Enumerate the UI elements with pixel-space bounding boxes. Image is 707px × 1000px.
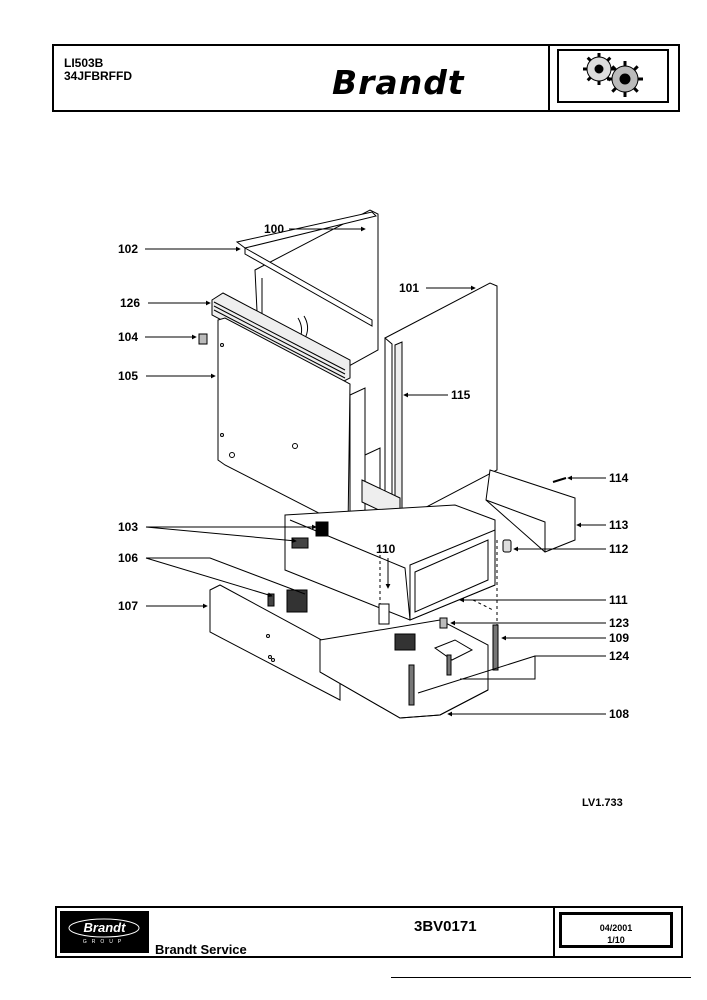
callout-109: 109	[609, 631, 629, 645]
callout-105: 105	[118, 369, 138, 383]
logo-swoosh-icon	[68, 918, 140, 938]
callout-104: 104	[118, 330, 138, 344]
gears-frame	[557, 49, 669, 103]
callout-102: 102	[118, 242, 138, 256]
callout-100: 100	[264, 222, 284, 236]
document-number: 3BV0171	[414, 918, 477, 935]
callout-112: 112	[609, 542, 629, 556]
model-reference: 34JFBRFFD	[64, 69, 133, 83]
footer-meta-frame: 04/2001 1/10	[559, 912, 673, 948]
footer-meta-box: 04/2001 1/10	[553, 908, 681, 956]
callout-111: 111	[609, 593, 628, 607]
callout-106: 106	[118, 551, 138, 565]
diagram-reference: LV1.733	[582, 797, 623, 809]
brand-logo: Brandt	[332, 63, 465, 102]
footer-block: Brandt GROUP Brandt Service 3BV0171 04/2…	[55, 906, 683, 958]
footer-brand-logo: Brandt GROUP	[60, 911, 149, 953]
page-number: 1/10	[607, 935, 625, 945]
footer-group-text: GROUP	[82, 939, 127, 945]
clip-part	[198, 333, 208, 345]
model-code: LI503B	[64, 56, 104, 70]
gears-logo-box	[548, 46, 678, 110]
callout-107: 107	[118, 599, 138, 613]
control-bar	[211, 292, 351, 384]
screw-124	[408, 664, 415, 706]
callout-126: 126	[120, 296, 140, 310]
callout-115: 115	[451, 388, 471, 402]
foot-110	[378, 603, 390, 625]
callout-123: 123	[609, 616, 629, 630]
bottom-rule	[391, 977, 691, 978]
header-title-block: LI503B 34JFBRFFD Brandt	[52, 44, 680, 112]
callout-110: 110	[376, 542, 396, 556]
callout-101: 101	[399, 281, 419, 295]
side-panel-right	[384, 282, 498, 526]
motor-block	[286, 589, 308, 613]
clip-112	[502, 539, 512, 553]
model-info: LI503B 34JFBRFFD	[64, 57, 132, 83]
service-label: Brandt Service	[155, 942, 247, 957]
footer-logo-text: Brandt	[83, 920, 126, 935]
callout-113: 113	[609, 518, 629, 532]
callout-114: 114	[609, 471, 629, 485]
document-date: 04/2001	[599, 923, 633, 933]
callout-108: 108	[609, 707, 629, 721]
callout-124: 124	[609, 649, 629, 663]
callout-103: 103	[118, 520, 138, 534]
rear-foot	[485, 469, 576, 553]
screw-109	[492, 624, 499, 671]
gears-icon	[583, 53, 643, 97]
top-rail	[235, 211, 377, 249]
